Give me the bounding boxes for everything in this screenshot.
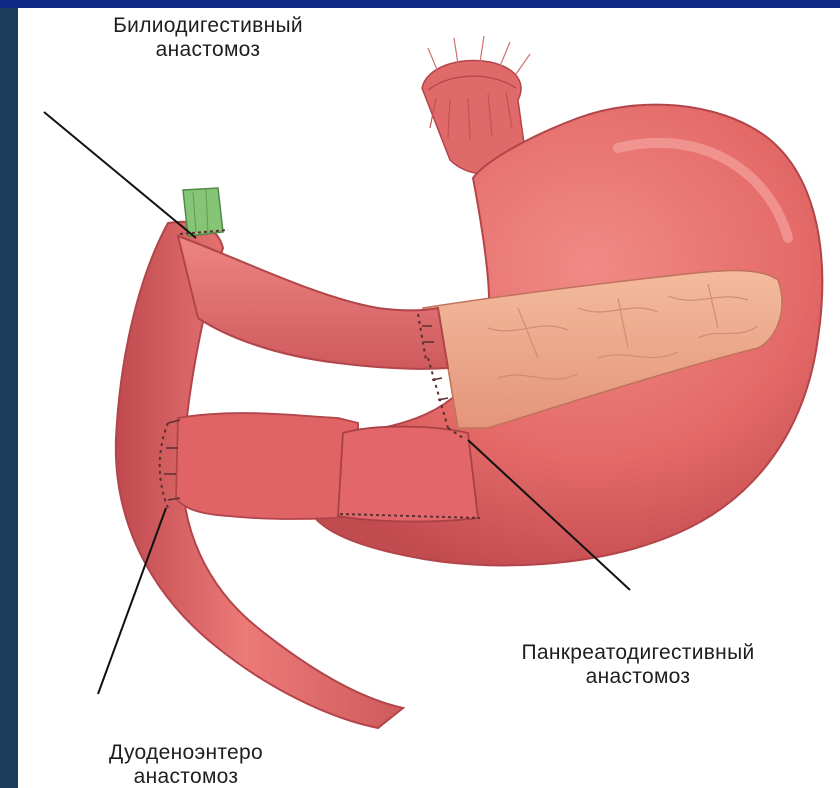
label-pancreatic-line1: Панкреатодигестивный bbox=[453, 641, 823, 665]
label-duodeno-line1: Дуоденоэнтеро bbox=[36, 741, 336, 765]
slide-top-bar bbox=[0, 0, 840, 8]
diagram-canvas: Билиодигестивный анастомоз Панкреатодиге… bbox=[18, 8, 840, 788]
label-duodeno-line2: анастомоз bbox=[36, 765, 336, 788]
bile-duct bbox=[180, 188, 228, 236]
label-duodeno-anastomosis: Дуоденоэнтеро анастомоз bbox=[36, 741, 336, 788]
label-biliary-anastomosis: Билиодигестивный анастомоз bbox=[58, 14, 358, 62]
stomach-pouch bbox=[338, 427, 478, 522]
leader-line-biliary bbox=[44, 112, 196, 238]
duodenal-segment bbox=[176, 413, 360, 519]
label-biliary-line2: анастомоз bbox=[58, 38, 358, 62]
label-pancreatic-anastomosis: Панкреатодигестивный анастомоз bbox=[453, 641, 823, 689]
label-pancreatic-line2: анастомоз bbox=[453, 665, 823, 689]
jejunal-branch bbox=[178, 236, 448, 369]
label-biliary-line1: Билиодигестивный bbox=[58, 14, 358, 38]
